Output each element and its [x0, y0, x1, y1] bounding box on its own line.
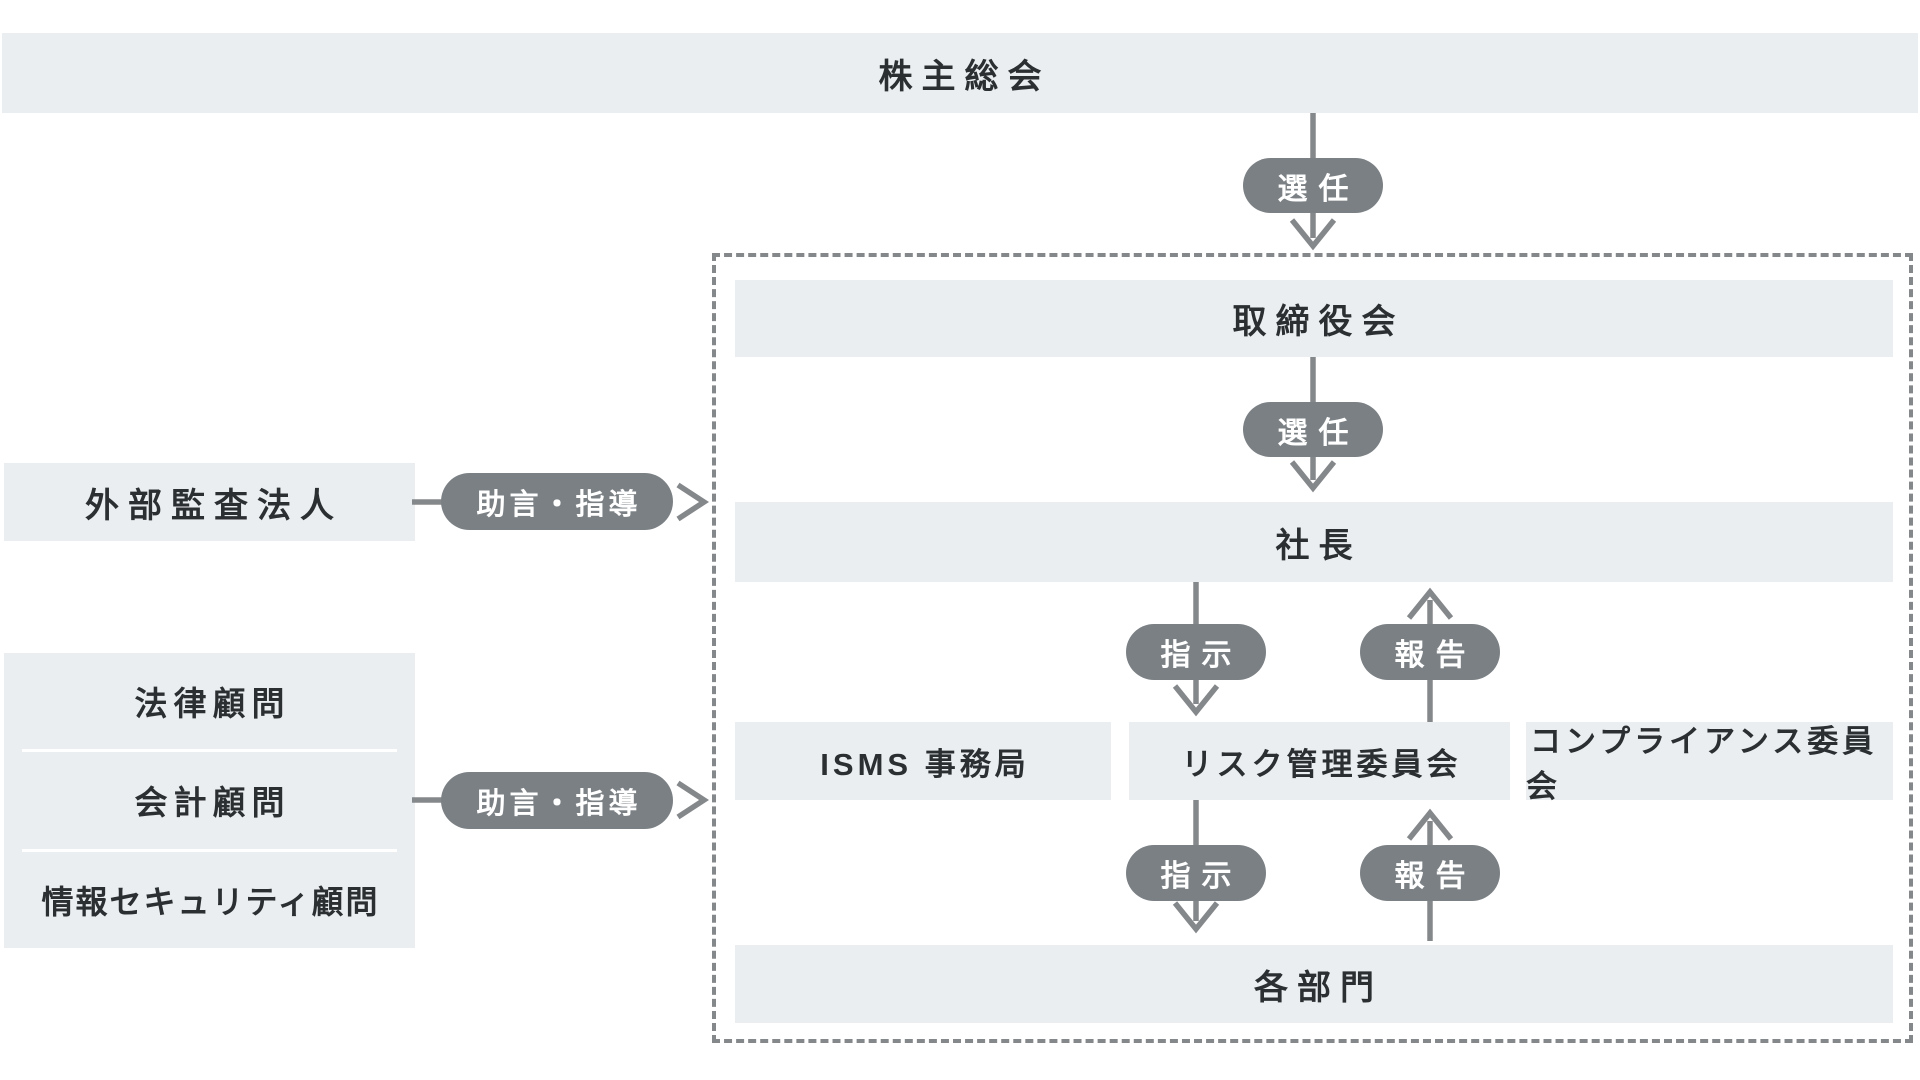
advice-pill-advisors-label: 助言・指導: [476, 787, 642, 820]
isms-office-label: ISMS 事務局: [820, 746, 1030, 782]
shareholders-meeting-bar: 株主総会: [2, 33, 1918, 113]
board-of-directors-bar: 取締役会: [735, 280, 1893, 357]
arrow-down-head: [1172, 901, 1220, 934]
arrow-up-head: [1406, 808, 1454, 841]
report-pill-lower: 報告: [1360, 845, 1500, 901]
arrow-down-head: [1289, 218, 1337, 251]
instruct-pill-upper: 指示: [1126, 624, 1266, 680]
instruct-pill-lower: 指示: [1126, 845, 1266, 901]
arrow-down-head: [1172, 684, 1220, 717]
infosec-advisor-row: 情報セキュリティ顧問: [4, 852, 415, 948]
legal-advisor-row: 法律顧問: [4, 653, 415, 749]
report-pill-upper: 報告: [1360, 624, 1500, 680]
risk-management-committee-box: リスク管理委員会: [1129, 722, 1510, 800]
external-audit-firm-box: 外部監査法人: [4, 463, 415, 541]
arrow-right-head: [676, 780, 710, 820]
risk-management-committee-label: リスク管理委員会: [1181, 746, 1462, 782]
shareholders-meeting-label: 株主総会: [878, 57, 1051, 96]
advisor-divider: [22, 749, 397, 753]
president-label: 社長: [1275, 526, 1362, 565]
appoint-pill-top-label: 選任: [1277, 172, 1360, 206]
advice-pill-advisors: 助言・指導: [441, 772, 673, 829]
advice-pill-audit-label: 助言・指導: [476, 488, 642, 521]
instruct-pill-lower-label: 指示: [1160, 860, 1243, 893]
departments-bar: 各部門: [735, 945, 1893, 1023]
appoint-pill-board-label: 選任: [1277, 416, 1360, 450]
departments-label: 各部門: [1254, 968, 1383, 1007]
board-of-directors-label: 取締役会: [1232, 303, 1405, 341]
governance-boundary-dashed-box: [712, 253, 1913, 1043]
infosec-advisor-label: 情報セキュリティ顧問: [41, 883, 380, 920]
advisors-box: 法律顧問 会計顧問 情報セキュリティ顧問: [4, 653, 415, 948]
president-bar: 社長: [735, 502, 1893, 582]
compliance-committee-box: コンプライアンス委員会: [1526, 722, 1893, 804]
arrow-down-head: [1289, 460, 1337, 493]
external-audit-firm-label: 外部監査法人: [85, 486, 343, 525]
arrow-right-head: [676, 482, 710, 522]
arrow-up-head: [1406, 587, 1454, 620]
isms-office-box: ISMS 事務局: [735, 722, 1111, 800]
appoint-pill-board: 選任: [1243, 402, 1383, 457]
accounting-advisor-label: 会計顧問: [134, 784, 291, 822]
report-pill-lower-label: 報告: [1394, 860, 1477, 893]
accounting-advisor-row: 会計顧問: [4, 752, 415, 848]
legal-advisor-label: 法律顧問: [134, 685, 291, 723]
advisor-divider: [22, 848, 397, 852]
advice-pill-audit: 助言・指導: [441, 473, 673, 530]
appoint-pill-top: 選任: [1243, 158, 1383, 213]
compliance-committee-label: コンプライアンス委員会: [1526, 724, 1878, 804]
report-pill-upper-label: 報告: [1394, 639, 1477, 672]
instruct-pill-upper-label: 指示: [1160, 639, 1243, 672]
